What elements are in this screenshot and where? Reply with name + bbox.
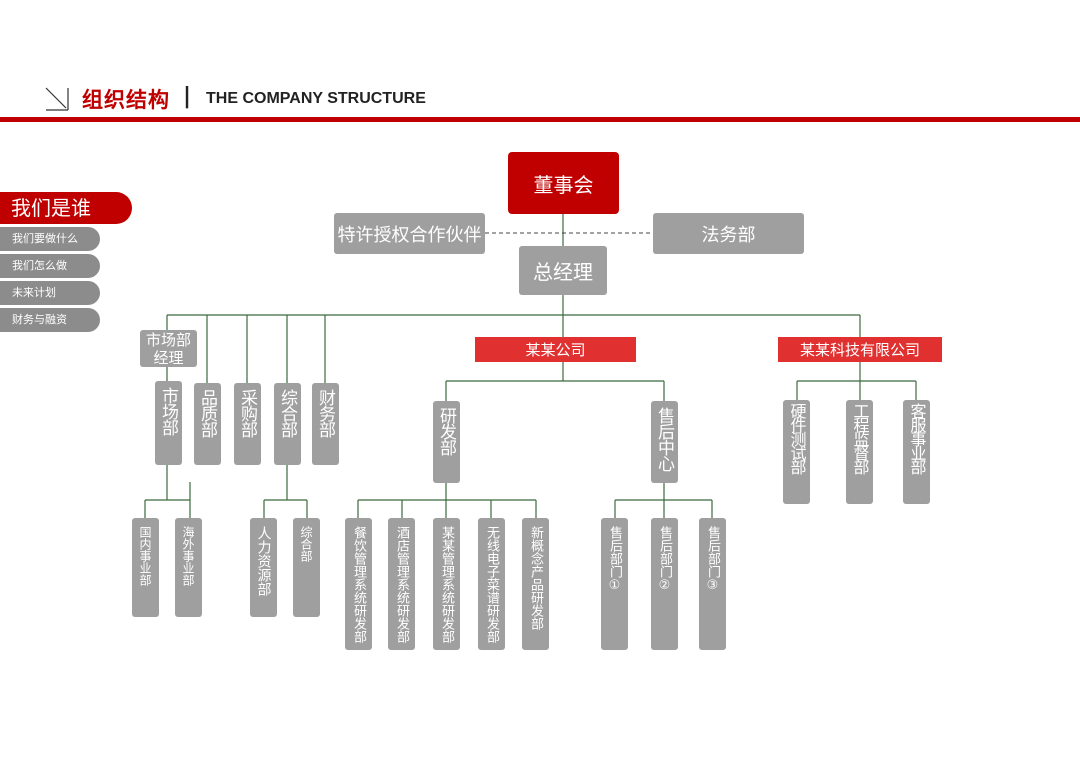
title-separator: | xyxy=(183,84,192,109)
header-rule xyxy=(0,117,1080,122)
hardware-test-dept-box: 硬件测试部 xyxy=(783,400,810,504)
market-dept-box: 市场部 xyxy=(155,381,182,465)
sidebar-item-finance[interactable]: 财务与融资 xyxy=(0,308,100,332)
company-b-box: 某某科技有限公司 xyxy=(778,337,942,362)
new-concept-rd-box: 新概念产品研发部 xyxy=(522,518,549,650)
finance-dept-box: 财务部 xyxy=(312,383,339,465)
sidebar-item-what-we-do[interactable]: 我们要做什么 xyxy=(0,227,100,251)
rd-dept-box: 研发部 xyxy=(433,401,460,483)
market-manager-box: 市场部经理 xyxy=(140,330,197,367)
wireless-menu-rd-box: 无线电子菜谱研发部 xyxy=(478,518,505,650)
page-title: 组织结构 xyxy=(82,88,170,112)
general-dept-box: 综合部 xyxy=(274,383,301,465)
sidebar-item-how-we-do[interactable]: 我们怎么做 xyxy=(0,254,100,278)
after-sales-dept-2-box: 售后部门② xyxy=(651,518,678,650)
domestic-division-box: 国内事业部 xyxy=(132,518,159,617)
purchasing-dept-box: 采购部 xyxy=(234,383,261,465)
sidebar-item-who-we-are[interactable]: 我们是谁 xyxy=(0,192,132,224)
customer-service-dept-box: 客服事业部 xyxy=(903,400,930,504)
page-subtitle: THE COMPANY STRUCTURE xyxy=(206,90,426,107)
arrow-corner-icon xyxy=(45,87,69,111)
general-sub-dept-box: 综合部 xyxy=(293,518,320,617)
hr-dept-box: 人力资源部 xyxy=(250,518,277,617)
catering-rd-box: 餐饮管理系统研发部 xyxy=(345,518,372,650)
partner-box: 特许授权合作伙伴 xyxy=(334,213,485,254)
quality-dept-box: 品质部 xyxy=(194,383,221,465)
legal-box: 法务部 xyxy=(653,213,804,254)
after-sales-center-box: 售后中心 xyxy=(651,401,678,483)
sidebar-item-future-plans[interactable]: 未来计划 xyxy=(0,281,100,305)
company-a-box: 某某公司 xyxy=(475,337,636,362)
board-box: 董事会 xyxy=(508,152,619,214)
mgmt-system-rd-box: 某某管理系统研发部 xyxy=(433,518,460,650)
after-sales-dept-3-box: 售后部门③ xyxy=(699,518,726,650)
gm-box: 总经理 xyxy=(519,246,607,295)
after-sales-dept-1-box: 售后部门① xyxy=(601,518,628,650)
overseas-division-box: 海外事业部 xyxy=(175,518,202,617)
engineering-supervision-dept-box: 工程监督部 xyxy=(846,400,873,504)
hotel-rd-box: 酒店管理系统研发部 xyxy=(388,518,415,650)
